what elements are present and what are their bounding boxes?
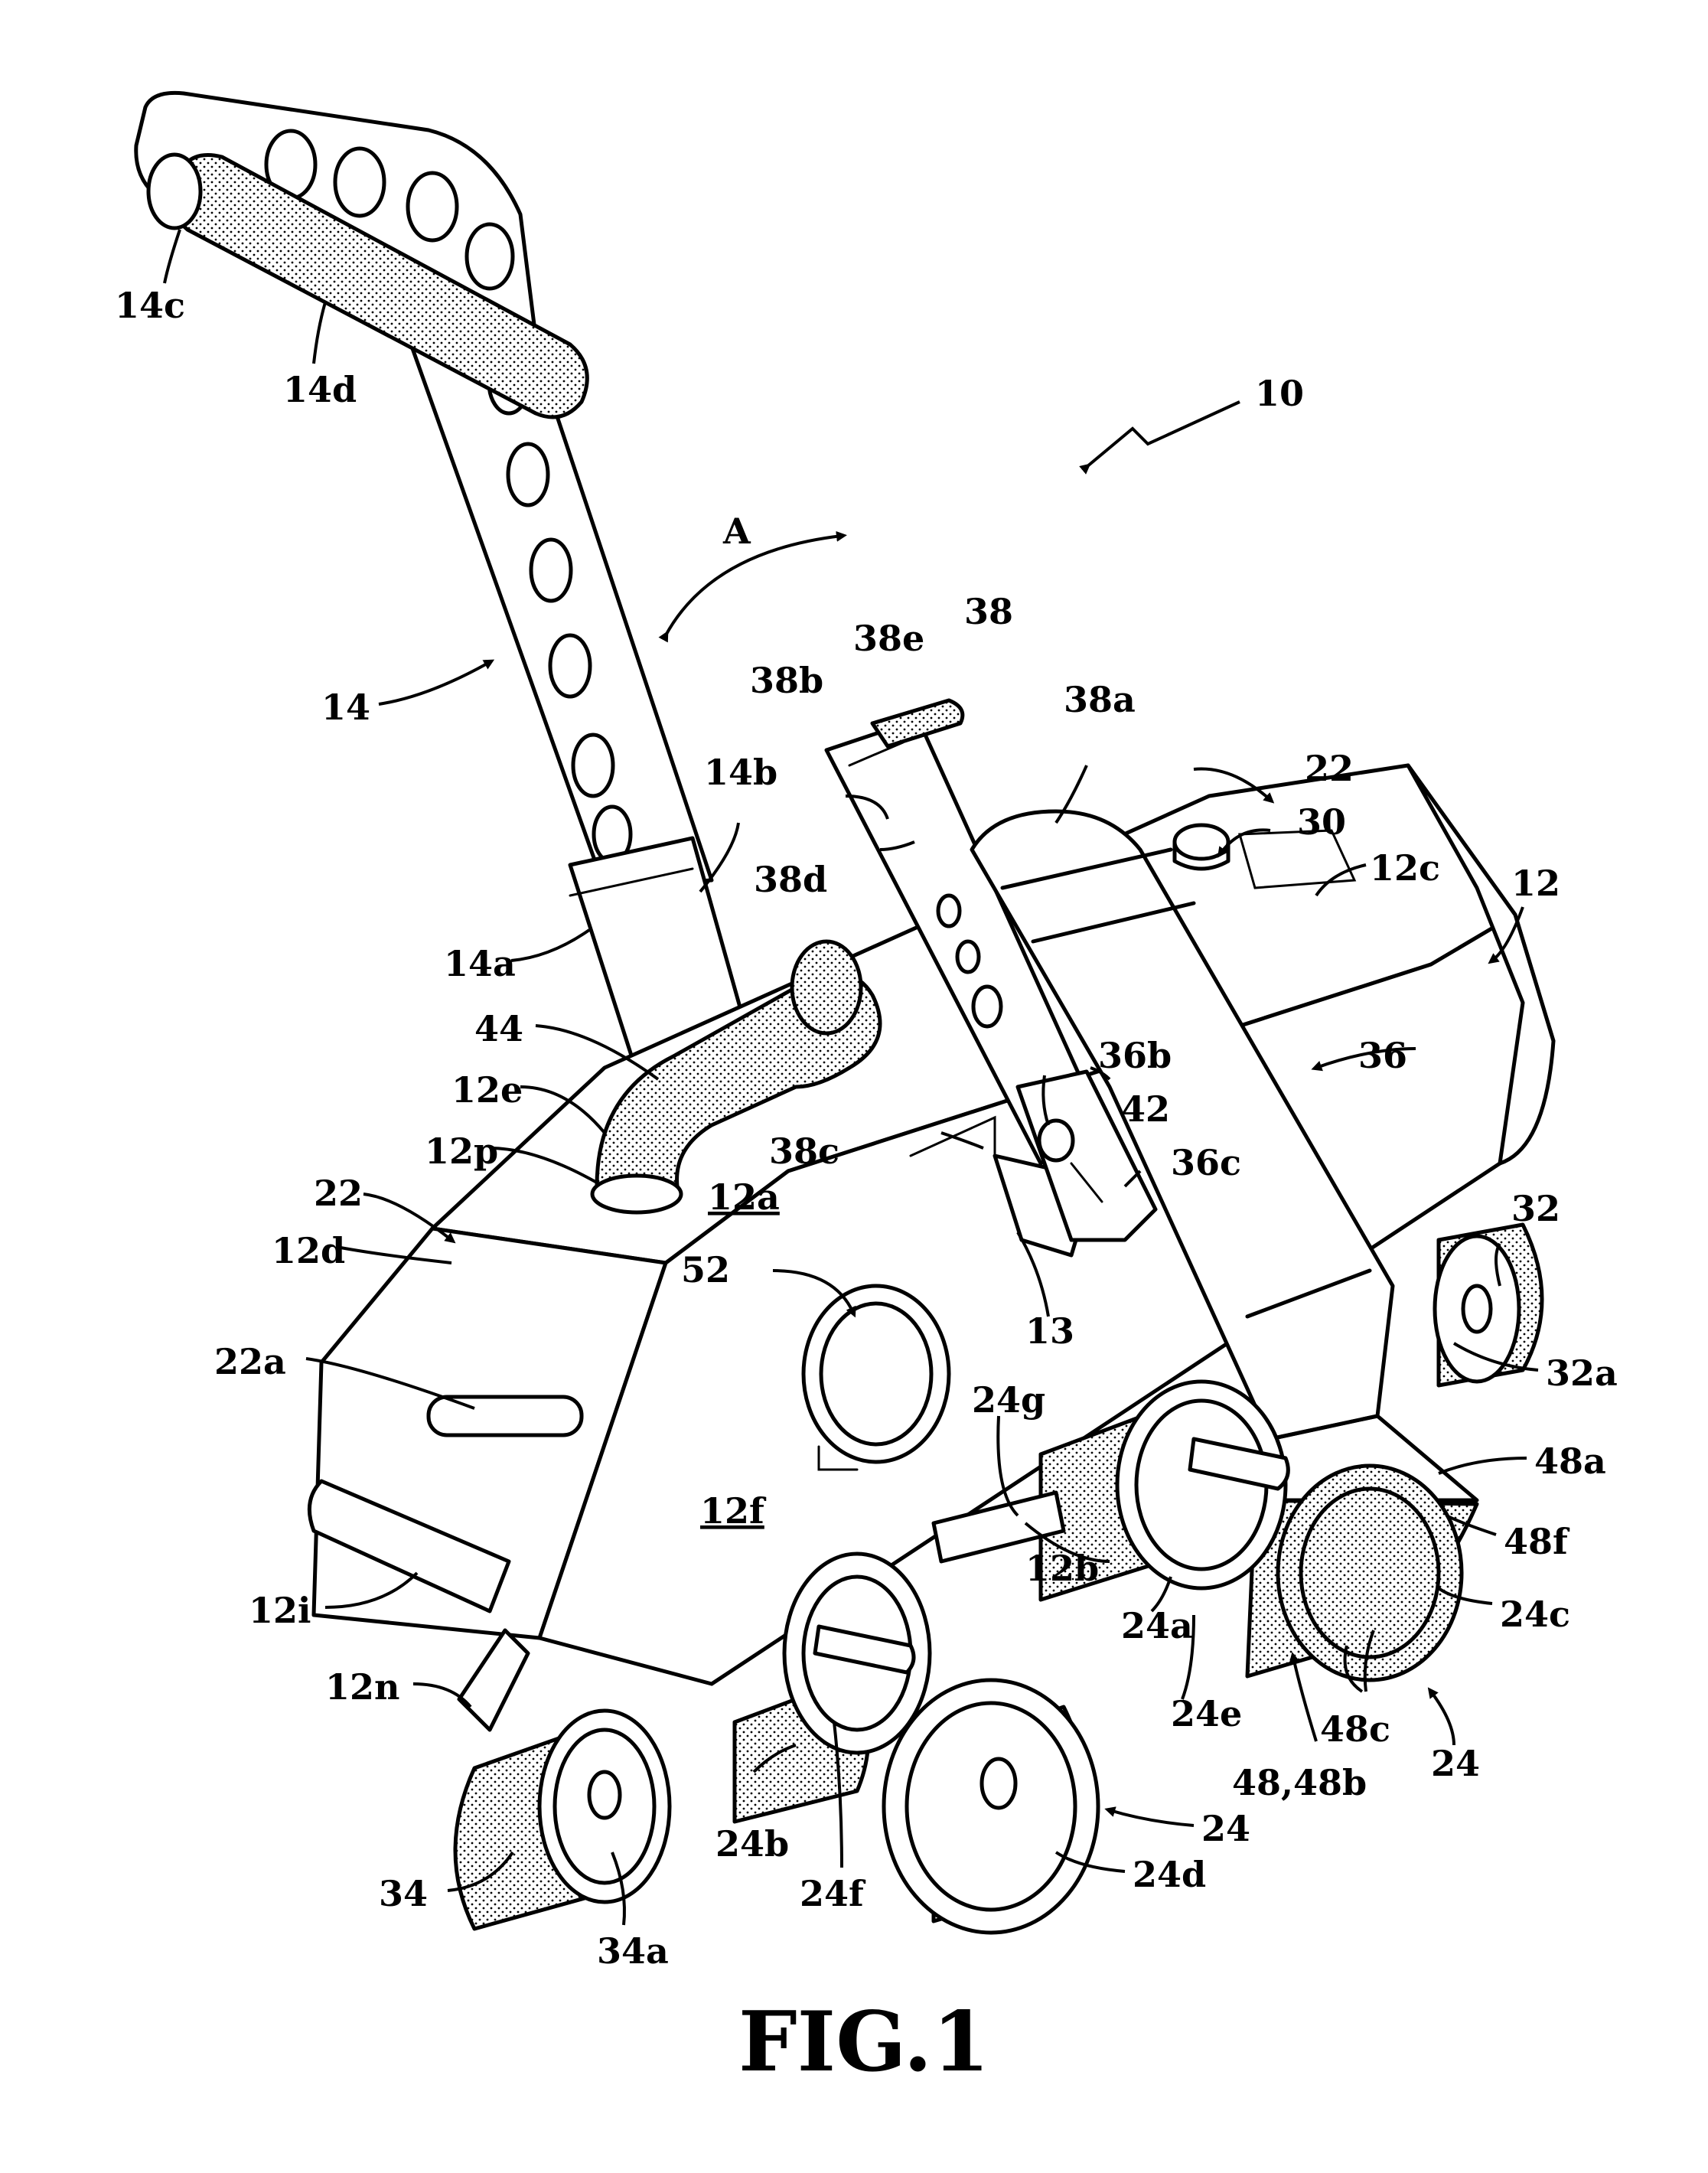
handle-assembly: [136, 93, 754, 1079]
label-38b: 38b: [750, 660, 823, 701]
label-24-right: 24: [1431, 1743, 1480, 1784]
label-24b: 24b: [715, 1823, 789, 1865]
label-36: 36: [1358, 1035, 1407, 1076]
label-22-right: 22: [1305, 748, 1354, 789]
label-12i: 12i: [249, 1590, 311, 1631]
label-12c: 12c: [1370, 847, 1440, 889]
label-48a: 48a: [1534, 1441, 1606, 1482]
label-38a: 38a: [1064, 679, 1136, 720]
label-22-left: 22: [314, 1173, 363, 1214]
label-A: A: [722, 511, 751, 552]
label-10: 10: [1255, 373, 1304, 414]
label-48f: 48f: [1504, 1521, 1570, 1562]
label-42: 42: [1121, 1088, 1170, 1130]
label-38d: 38d: [754, 859, 827, 900]
label-30: 30: [1297, 801, 1346, 843]
label-24c: 24c: [1500, 1594, 1570, 1635]
label-38c: 38c: [769, 1131, 839, 1172]
label-12a: 12a: [708, 1176, 780, 1218]
label-14: 14: [321, 687, 370, 728]
label-48c: 48c: [1320, 1708, 1390, 1750]
gauge-52: [803, 1286, 949, 1462]
knob-42: [1039, 1121, 1073, 1160]
label-24f: 24f: [800, 1873, 866, 1914]
cap-30: [1175, 825, 1228, 859]
label-38: 38: [964, 591, 1013, 632]
grip-end-cap: [148, 155, 200, 228]
label-12: 12: [1511, 863, 1560, 904]
label-14b: 14b: [704, 752, 777, 793]
label-32a: 32a: [1546, 1352, 1618, 1394]
label-24a: 24a: [1121, 1605, 1193, 1646]
label-13: 13: [1025, 1310, 1074, 1352]
label-36b: 36b: [1098, 1035, 1172, 1076]
label-52: 52: [681, 1249, 730, 1290]
label-24-bottom: 24: [1201, 1808, 1250, 1849]
label-14c: 14c: [115, 285, 185, 326]
label-14d: 14d: [283, 369, 357, 410]
label-22a: 22a: [214, 1341, 286, 1382]
label-36c: 36c: [1171, 1142, 1241, 1183]
label-12b: 12b: [1025, 1548, 1099, 1589]
label-34a: 34a: [597, 1930, 669, 1972]
label-12e: 12e: [451, 1069, 523, 1111]
label-38e: 38e: [853, 618, 924, 659]
label-12d: 12d: [272, 1230, 345, 1271]
label-48-48b: 48,48b: [1232, 1762, 1367, 1803]
figure-caption: FIG.1: [738, 1994, 989, 2090]
label-12n: 12n: [325, 1666, 399, 1708]
label-12p: 12p: [425, 1131, 498, 1172]
label-32: 32: [1511, 1188, 1560, 1229]
label-24g: 24g: [972, 1379, 1045, 1421]
label-44: 44: [474, 1008, 523, 1049]
slot-22a: [429, 1397, 582, 1435]
label-14a: 14a: [444, 943, 516, 984]
label-12f: 12f: [700, 1490, 767, 1532]
label-24e: 24e: [1171, 1693, 1242, 1734]
label-34: 34: [379, 1873, 428, 1914]
rear-wheels: [1435, 1225, 1542, 1385]
label-24d: 24d: [1133, 1854, 1206, 1895]
